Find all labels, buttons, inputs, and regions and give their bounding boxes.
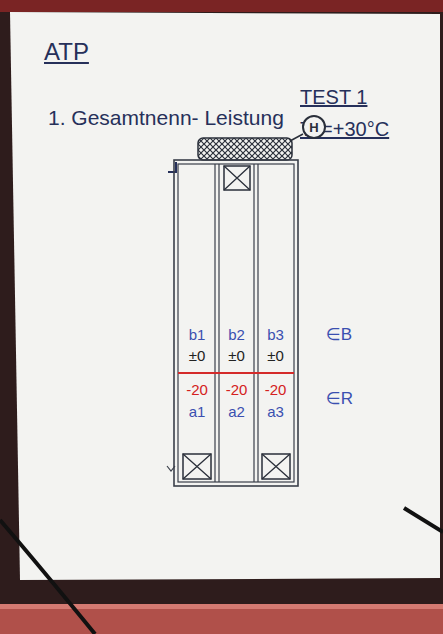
column-value: a3 [259,401,292,423]
x-box-cross [183,454,211,479]
zone-label: ∈B [326,324,352,345]
column-value: ±0 [180,345,214,367]
column-value: a1 [180,401,214,423]
paper-sheet [10,12,440,580]
cabinet-outline [174,160,298,486]
top-frame [0,0,443,12]
x-box-cross [224,166,250,190]
zone-separator [178,372,294,374]
column-divider [218,164,219,482]
rail-highlight [0,604,443,609]
cabinet-column: b2±0 -20a2 [220,325,253,423]
zone-label: ∈R [326,388,353,409]
column-value: -20 [180,379,214,401]
small-mark [167,466,175,471]
bracket-line [168,162,176,172]
column-value: -20 [259,379,292,401]
cabinet-column: b3±0 -20a3 [259,325,292,423]
title-text: ATP [44,38,89,66]
cabinet-column: b1±0 -20a1 [180,325,214,423]
microphone-cable [0,520,95,634]
marker-letter: H [309,121,318,134]
microphone-stick [404,508,443,532]
column-value: b3 [259,325,292,345]
test-label: TEST 1 [300,86,367,109]
column-value: b2 [220,325,253,345]
column-value: ±0 [259,345,292,367]
x-box-symbol [224,166,250,190]
column-value: -20 [220,379,253,401]
x-box-cross [262,454,290,479]
column-value: a2 [220,401,253,423]
cabinet-inner-outline [178,164,294,482]
hatched-fan-block [198,138,292,160]
x-box-symbol [183,454,211,479]
column-divider [214,164,215,482]
column-value: ±0 [220,345,253,367]
column-divider [257,164,258,482]
circle-marker: H [302,115,326,139]
column-divider [253,164,254,482]
heading-text: 1. Gesamtnenn- Leistung [48,96,288,140]
x-box-symbol [262,454,290,479]
column-value: b1 [180,325,214,345]
easel-rail [0,604,443,634]
